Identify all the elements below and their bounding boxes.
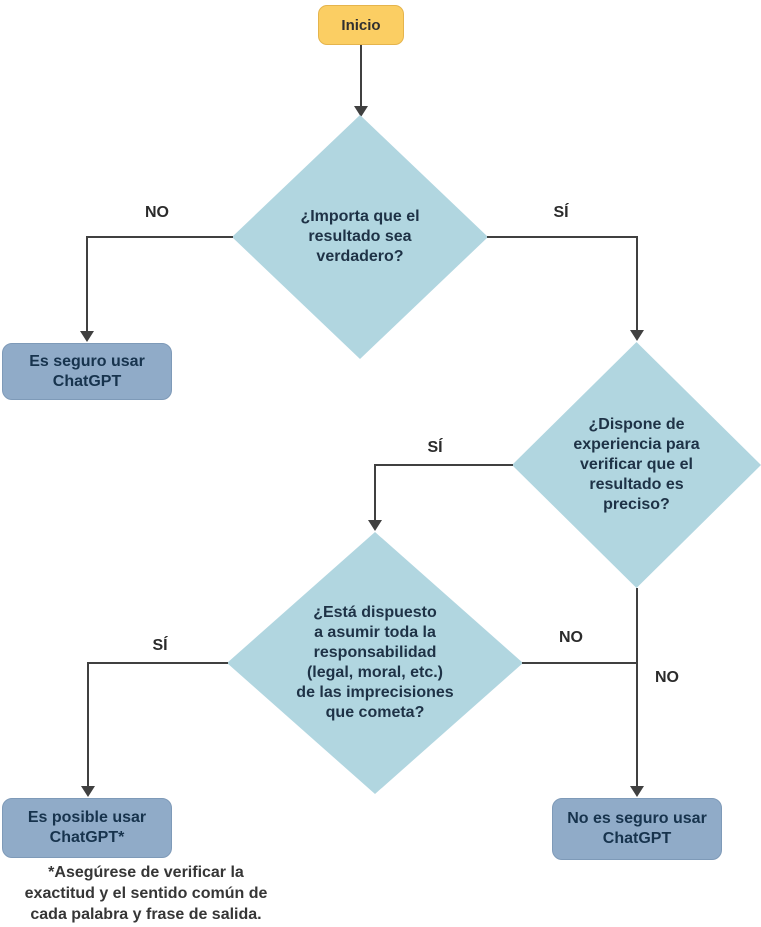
result-possible-box: Es posible usar ChatGPT* bbox=[2, 798, 172, 858]
edge-label-responsibility-no: NO bbox=[559, 629, 583, 646]
decision-expertise-question: ¿Dispone de experiencia para verificar q… bbox=[573, 416, 700, 513]
arrowhead-into-unsafe-box bbox=[630, 786, 644, 797]
start-node-label: Inicio bbox=[341, 16, 381, 34]
connector-responsibility-no-horizontal bbox=[522, 662, 638, 664]
connector-start-to-truth bbox=[360, 45, 362, 106]
decision-responsibility: ¿Está dispuesto a asumir toda la respons… bbox=[227, 532, 523, 794]
arrowhead-into-responsibility-decision bbox=[368, 520, 382, 531]
result-unsafe-box: No es seguro usar ChatGPT bbox=[552, 798, 722, 860]
start-node: Inicio bbox=[318, 5, 404, 45]
connector-truth-no-vertical bbox=[86, 236, 88, 331]
connector-responsibility-yes-vertical bbox=[87, 662, 89, 786]
arrowhead-into-possible-box bbox=[81, 786, 95, 797]
edge-label-responsibility-yes: SÍ bbox=[152, 637, 168, 654]
edge-label-truth-yes: SÍ bbox=[553, 204, 569, 221]
decision-truth-matters: ¿Importa que el resultado sea verdadero? bbox=[232, 115, 488, 359]
edge-label-expertise-yes: SÍ bbox=[427, 439, 443, 456]
edge-label-expertise-no: NO bbox=[655, 669, 679, 686]
result-safe-label: Es seguro usar ChatGPT bbox=[29, 352, 145, 390]
result-possible-label: Es posible usar ChatGPT* bbox=[27, 809, 147, 846]
connector-truth-yes-vertical bbox=[636, 236, 638, 330]
edge-label-truth-no: NO bbox=[145, 204, 169, 221]
connector-responsibility-yes-horizontal bbox=[88, 662, 228, 664]
result-safe-box: Es seguro usar ChatGPT bbox=[2, 343, 172, 400]
decision-responsibility-question: ¿Está dispuesto a asumir toda la respons… bbox=[296, 604, 454, 721]
connector-expertise-yes-horizontal bbox=[375, 464, 513, 466]
result-unsafe-label: No es seguro usar ChatGPT bbox=[567, 810, 707, 847]
connector-truth-yes-horizontal bbox=[487, 236, 638, 238]
arrowhead-into-expertise-decision bbox=[630, 330, 644, 341]
arrowhead-into-safe-box bbox=[80, 331, 94, 342]
arrowhead-into-truth-decision bbox=[354, 106, 368, 117]
footnote: *Asegúrese de verificar la exactitud y e… bbox=[24, 864, 268, 923]
connector-expertise-yes-vertical bbox=[374, 464, 376, 520]
decision-expertise-verify: ¿Dispone de experiencia para verificar q… bbox=[512, 342, 761, 588]
connector-expertise-no-vertical bbox=[636, 588, 638, 786]
connector-truth-no-horizontal bbox=[87, 236, 233, 238]
decision-truth-question: ¿Importa que el resultado sea verdadero? bbox=[300, 208, 420, 265]
